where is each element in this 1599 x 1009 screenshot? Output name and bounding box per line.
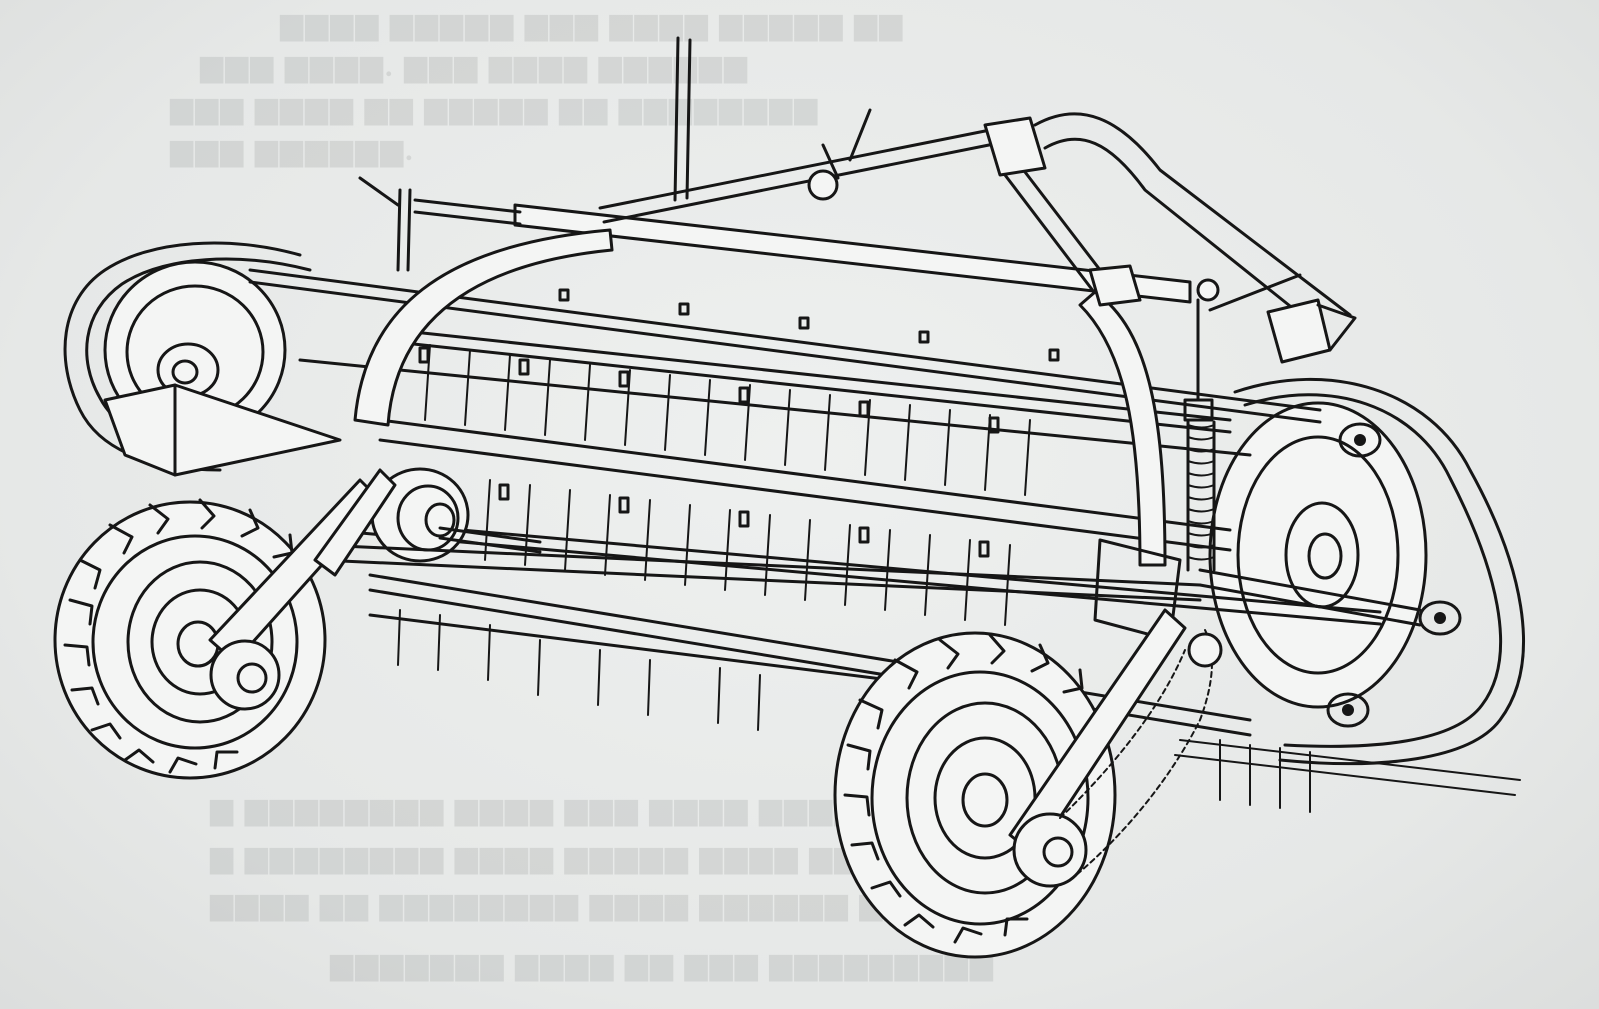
bleed-through-line: ▆▆▆▆▆▆▆ ▆▆▆▆ ▆▆ ▆▆▆ ▆▆▆▆▆▆▆▆▆: [330, 948, 995, 981]
levers: [358, 108, 1302, 312]
spring: [1183, 298, 1216, 572]
upright-rod: [673, 36, 680, 202]
bleed-through-line: ▆ ▆▆▆▆▆▆▆▆ ▆▆▆▆ ▆▆▆▆▆ ▆▆▆▆ ▆▆▆▆: [210, 841, 910, 874]
bleed-through-line: ▆▆▆ ▆▆▆▆▆▆.: [170, 134, 415, 167]
right-wheel: [833, 608, 1187, 959]
right-reel-disc: [1208, 401, 1462, 728]
top-frame: [396, 36, 1357, 364]
bleed-through-line: ▆▆▆▆ ▆▆▆▆▆ ▆▆▆ ▆▆▆▆ ▆▆▆▆▆ ▆▆: [280, 8, 905, 41]
left-wheel: [53, 468, 397, 780]
lower-frame: [318, 538, 1422, 642]
right-reel-housing: [1174, 377, 1525, 796]
tine-clips: [418, 288, 1060, 558]
bleed-through-line: ▆▆▆ ▆▆▆▆. ▆▆▆ ▆▆▆▆ ▆▆▆▆▆▆: [200, 50, 749, 83]
hitch-tongue: [1266, 298, 1332, 364]
bleed-through-line: ▆▆▆▆ ▆▆ ▆▆▆▆▆▆▆▆ ▆▆▆▆ ▆▆▆▆▆▆ ▆▆▆: [210, 888, 935, 921]
arched-frame: [353, 228, 1167, 567]
front-gearbox: [103, 383, 342, 477]
drive-chain: [1059, 629, 1223, 881]
bleed-through-line: ▆▆▆ ▆▆▆▆ ▆▆ ▆▆▆▆▆ ▆▆ ▆▆▆▆▆▆▆▆: [170, 92, 820, 125]
